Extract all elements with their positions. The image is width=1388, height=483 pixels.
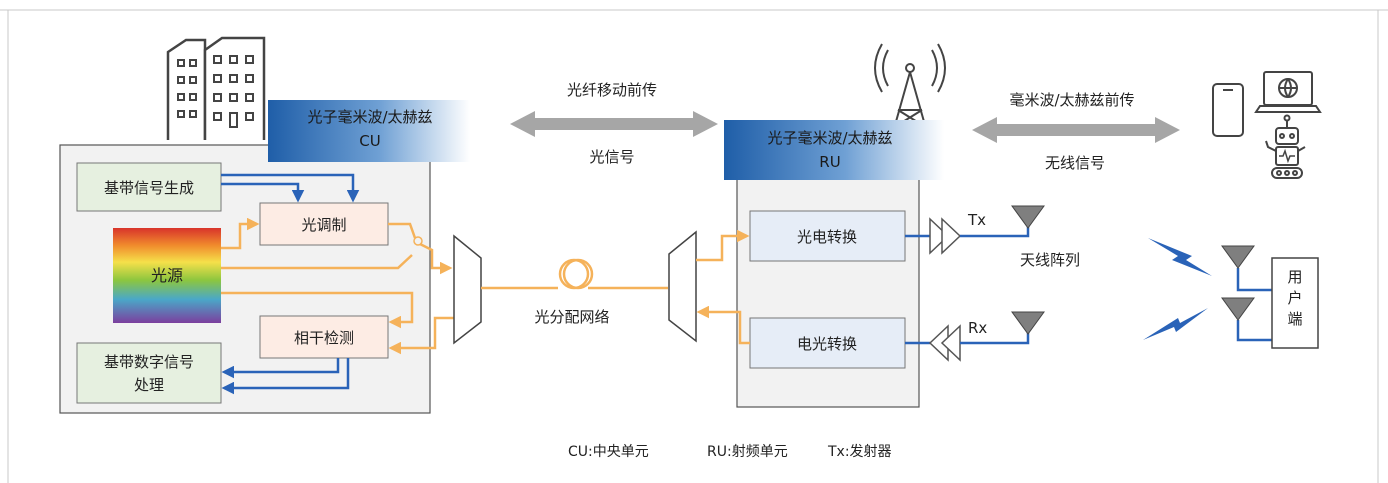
modulator-box <box>259 202 389 246</box>
rx-label: Rx <box>968 319 987 337</box>
coherent-detect-label: 相干检测 <box>294 329 354 347</box>
wireless-double-arrow <box>972 117 1180 143</box>
user-terminal-char: 端 <box>1287 310 1302 328</box>
tx-antenna <box>960 205 1045 238</box>
robot-icon <box>1265 114 1306 179</box>
figure-frame <box>0 9 1388 483</box>
baseband-dsp-label-line1: 基带数字信号 <box>104 353 194 371</box>
user-antenna-bottom <box>1221 297 1272 342</box>
user-terminal-char: 户 <box>1287 289 1302 307</box>
wireless-bottom-label: 无线信号 <box>1045 154 1105 172</box>
baseband-gen-box <box>76 162 222 212</box>
cu-optical-lines <box>221 217 455 355</box>
antenna-array-label: 天线阵列 <box>1020 251 1080 269</box>
baseband-dsp-box <box>76 342 222 404</box>
light-source-box <box>113 228 221 323</box>
tx-label: Tx <box>967 211 986 229</box>
ru-banner <box>724 120 944 180</box>
user-terminal-char: 用 <box>1287 268 1302 286</box>
cu-banner-subtitle: CU <box>359 132 380 150</box>
ru-demux <box>668 230 697 343</box>
legend-cu: CU:中央单元 <box>568 444 649 460</box>
eo-convert-box <box>749 317 906 369</box>
fiber-link <box>481 258 668 290</box>
cu-banner <box>268 100 470 162</box>
tx-amplifier <box>929 217 962 255</box>
lightning-bolt-icon <box>1143 308 1208 340</box>
building-icon <box>166 36 266 140</box>
ru-banner-subtitle: RU <box>819 153 840 171</box>
fronthaul-double-arrow <box>510 111 718 137</box>
baseband-dsp-label-line2: 处理 <box>134 376 164 394</box>
optical-network-label: 光分配网络 <box>534 308 609 326</box>
ru-banner-title: 光子毫米波/太赫兹 <box>767 129 892 147</box>
fronthaul-bottom-label: 光信号 <box>589 148 634 166</box>
oe-convert-box <box>749 210 906 262</box>
coherent-detect-box <box>259 315 389 359</box>
laptop-icon <box>1254 71 1322 113</box>
cu-mux <box>453 234 482 345</box>
phone-icon <box>1212 83 1244 137</box>
cu-electrical-lines <box>221 173 360 395</box>
ru-optical-lines <box>696 229 750 345</box>
eo-convert-label: 电光转换 <box>797 335 857 353</box>
cu-banner-title: 光子毫米波/太赫兹 <box>307 108 432 126</box>
rx-antenna <box>960 311 1045 345</box>
baseband-gen-label: 基带信号生成 <box>104 179 194 197</box>
fronthaul-top-label: 光纤移动前传 <box>567 81 657 99</box>
ru-electrical-lines <box>905 234 930 345</box>
wireless-top-label: 毫米波/太赫兹前传 <box>1009 91 1134 109</box>
modulator-label: 光调制 <box>301 216 346 234</box>
user-antenna-top <box>1221 245 1272 292</box>
oe-convert-label: 光电转换 <box>797 228 857 246</box>
user-terminal-box <box>1271 257 1319 349</box>
rx-amplifier <box>928 324 961 362</box>
legend-tx: Tx:发射器 <box>827 444 892 460</box>
legend-ru: RU:射频单元 <box>707 444 788 460</box>
ru-container <box>736 174 920 408</box>
lightning-bolt-icon <box>1148 238 1212 276</box>
light-source-label: 光源 <box>151 266 183 285</box>
